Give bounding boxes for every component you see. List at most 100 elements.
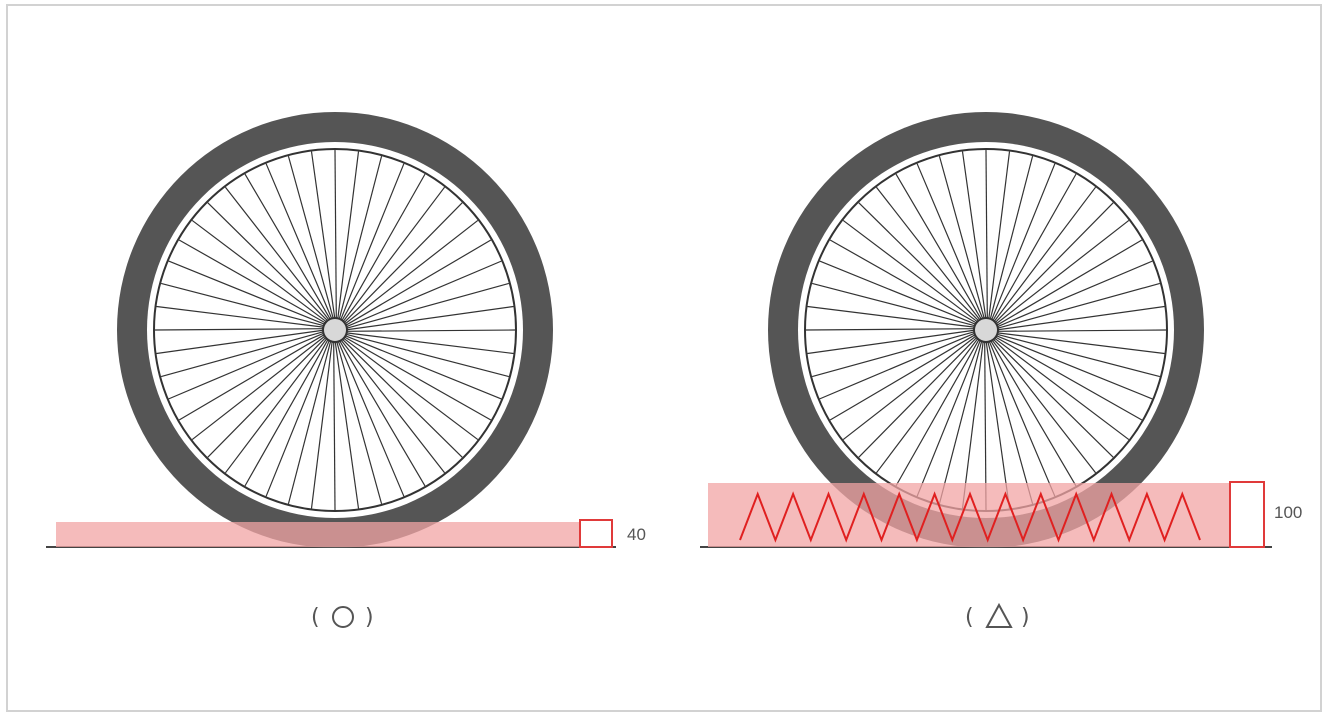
spoke-right (996, 329, 1167, 332)
spoke-right (989, 339, 1077, 487)
spoke-right (993, 337, 1130, 441)
spoke-left (244, 173, 332, 321)
spoke-left (287, 340, 332, 505)
spoke-right (811, 282, 976, 327)
spoke-left (345, 260, 502, 328)
spoke-left (168, 332, 325, 400)
bicycle-wheel-right (768, 112, 1204, 548)
spoke-right (990, 163, 1056, 321)
spoke-right (989, 155, 1034, 320)
spoke-right (875, 186, 981, 321)
spoke-left (338, 155, 383, 320)
spoke-left (156, 305, 325, 328)
spoke-right (988, 340, 1056, 497)
spoke-right (895, 338, 980, 487)
hub-right (973, 317, 999, 343)
hub-left (322, 317, 348, 343)
spoke-left (344, 219, 479, 325)
spoke-right (994, 336, 1143, 421)
spoke-right (991, 339, 1097, 474)
spoke-right (995, 219, 1130, 325)
spoke-left (154, 328, 325, 331)
spoke-right (805, 328, 976, 331)
spoke-left (341, 173, 426, 322)
spoke-right (811, 330, 976, 378)
spoke-left (339, 163, 405, 321)
spoke-left (337, 151, 360, 320)
spoke-right (895, 173, 983, 321)
spoke-right (961, 340, 984, 509)
spoke-left (345, 333, 510, 378)
spoke-left (287, 155, 335, 320)
spoke-left (244, 338, 329, 487)
caption-close-paren-right: ) (1021, 605, 1030, 630)
spoke-left (334, 149, 337, 320)
caption-right: ( ) (965, 602, 1030, 630)
spoke-left (160, 282, 325, 327)
spoke-right (996, 333, 1161, 378)
spoke-left (178, 333, 326, 421)
spoke-right (995, 334, 1153, 400)
spoke-left (224, 337, 328, 474)
spoke-left (191, 219, 328, 323)
spoke-right (938, 155, 986, 320)
circle-symbol-icon (332, 606, 354, 628)
spokes-right (805, 149, 1167, 511)
spoke-left (310, 151, 336, 320)
spoke-right (985, 149, 988, 320)
spoke-left (207, 202, 329, 322)
thickness-label-right: 100 (1274, 503, 1302, 522)
caption-close-paren-left: ) (365, 605, 374, 630)
spoke-right (819, 260, 977, 326)
spoke-right (986, 340, 1034, 505)
spoke-left (341, 338, 463, 458)
spoke-right (992, 338, 1114, 458)
thickness-bracket-right (1229, 481, 1265, 548)
flat-pad-left (56, 522, 580, 547)
spoke-left (345, 329, 516, 332)
spoke-left (343, 336, 492, 421)
spokes-left (154, 149, 516, 511)
thickness-bracket-left (579, 519, 613, 548)
spoke-right (819, 332, 976, 400)
bicycle-wheel-left (117, 112, 553, 548)
triangle-symbol-icon (985, 602, 1013, 628)
spoke-left (156, 329, 325, 355)
spoke-left (343, 202, 463, 324)
spoke-left (342, 186, 446, 323)
spoke-left (178, 239, 327, 324)
spoke-right (938, 340, 983, 505)
spoke-left (207, 336, 327, 458)
spoke-right (875, 337, 979, 474)
spoke-right (916, 339, 982, 497)
spoke-left (342, 337, 479, 441)
caption-open-paren-right: ( (965, 605, 974, 630)
spoke-left (265, 339, 331, 497)
spoke-right (988, 151, 1011, 320)
spoke-left (344, 334, 502, 400)
spoke-right (842, 335, 977, 441)
spoke-right (807, 305, 976, 328)
panel-triangle-option: 100 ( ) (700, 112, 1302, 630)
thickness-label-left: 40 (627, 525, 646, 544)
spoke-right (916, 163, 984, 320)
spoke-left (191, 335, 326, 441)
spoke-right (858, 336, 978, 458)
spoke-right (807, 329, 976, 355)
spoke-right (996, 305, 1165, 331)
spoke-left (345, 332, 514, 355)
spoke-left (334, 340, 360, 509)
spoke-right (984, 340, 987, 511)
spoke-left (344, 239, 492, 327)
spring-pad-right (708, 483, 1230, 547)
caption-left: ( ) (311, 605, 374, 630)
spoke-right (996, 332, 1165, 355)
spoke-right (829, 333, 977, 421)
spoke-left (224, 186, 330, 321)
spoke-left (345, 282, 510, 330)
spoke-left (337, 340, 405, 497)
spoke-right (961, 151, 987, 320)
spoke-left (333, 340, 336, 511)
spoke-left (345, 305, 514, 331)
